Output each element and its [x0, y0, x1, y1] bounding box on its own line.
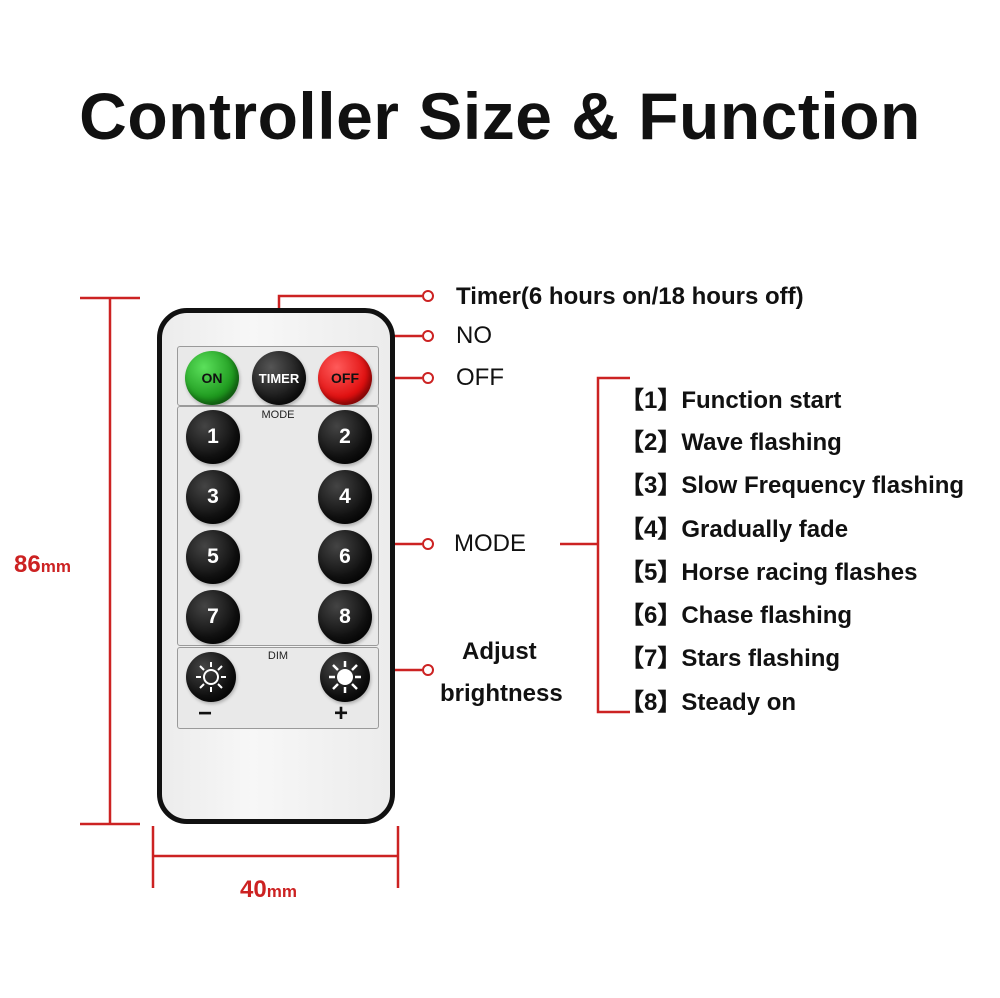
mode-function-4: 【4】Gradually fade: [620, 516, 849, 543]
height-unit: mm: [40, 557, 71, 576]
mode-button-3[interactable]: 3: [186, 470, 240, 524]
on-button-label: ON: [201, 370, 223, 386]
mode-function-1: 【1】Function start: [620, 387, 842, 414]
no-dot: [422, 330, 434, 342]
no-callout: NO: [456, 322, 492, 349]
mode-button-3-label: 3: [207, 485, 219, 508]
mode-button-7-label: 7: [207, 605, 219, 628]
dim-dot: [422, 664, 434, 676]
page-title: Controller Size & Function: [79, 79, 921, 153]
dim-up-button[interactable]: [320, 652, 370, 702]
off-dot: [422, 372, 434, 384]
width-dimension-label: 40mm: [240, 876, 297, 904]
adjust-callout-line2: brightness: [440, 680, 563, 707]
mode-function-7: 【7】Stars flashing: [620, 645, 841, 672]
sun-dim-icon: [196, 662, 226, 692]
mode-button-4[interactable]: 4: [318, 470, 372, 524]
height-value: 86: [14, 551, 41, 578]
timer-button[interactable]: TIMER: [252, 351, 306, 405]
mode-button-6-label: 6: [339, 545, 351, 568]
adjust-callout-line1: Adjust: [462, 638, 537, 665]
mode-callout: MODE: [454, 530, 526, 557]
mode-button-5-label: 5: [207, 545, 219, 568]
mode-function-8: 【8】Steady on: [620, 689, 797, 716]
mode-dot: [422, 538, 434, 550]
sun-bright-icon: [329, 661, 361, 693]
mode-panel-label: MODE: [261, 409, 295, 421]
off-callout: OFF: [456, 364, 504, 391]
on-button[interactable]: ON: [185, 351, 239, 405]
off-button-label: OFF: [331, 370, 359, 386]
timer-button-label: TIMER: [258, 370, 300, 386]
mode-button-2[interactable]: 2: [318, 410, 372, 464]
mode-button-1-label: 1: [207, 425, 219, 448]
dim-minus-symbol: −: [198, 700, 213, 727]
timer-dot: [422, 290, 434, 302]
mode-button-2-label: 2: [339, 425, 351, 448]
height-dimension-label: 86mm: [14, 551, 71, 579]
mode-function-3: 【3】Slow Frequency flashing: [620, 472, 965, 499]
width-unit: mm: [266, 882, 297, 901]
dim-plus-symbol: +: [334, 700, 349, 727]
timer-callout: Timer(6 hours on/18 hours off): [456, 283, 804, 310]
dim-down-button[interactable]: [186, 652, 236, 702]
mode-function-5: 【5】Horse racing flashes: [620, 559, 918, 586]
mode-button-5[interactable]: 5: [186, 530, 240, 584]
mode-bracket: [596, 376, 630, 714]
mode-button-8-label: 8: [339, 605, 351, 628]
mode-button-1[interactable]: 1: [186, 410, 240, 464]
mode-function-6: 【6】Chase flashing: [620, 602, 853, 629]
width-value: 40: [240, 876, 267, 903]
mode-function-2: 【2】Wave flashing: [620, 429, 842, 456]
mode-button-4-label: 4: [339, 485, 351, 508]
mode-button-8[interactable]: 8: [318, 590, 372, 644]
off-button[interactable]: OFF: [318, 351, 372, 405]
mode-button-6[interactable]: 6: [318, 530, 372, 584]
mode-button-7[interactable]: 7: [186, 590, 240, 644]
dim-panel-label: DIM: [267, 650, 289, 662]
